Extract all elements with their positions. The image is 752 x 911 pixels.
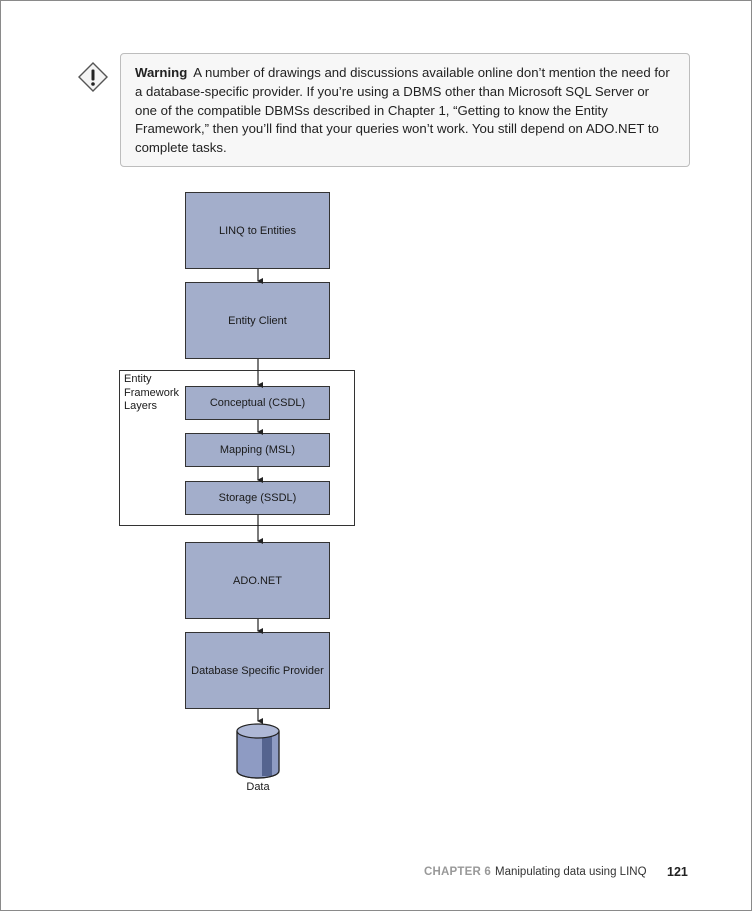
- exclamation-diamond-icon: [78, 62, 108, 92]
- box-entity-client: Entity Client: [185, 282, 330, 359]
- box-mapping-msl: Mapping (MSL): [185, 433, 330, 467]
- box-storage-ssdl: Storage (SSDL): [185, 481, 330, 515]
- entity-framework-layers-frame: [119, 370, 355, 526]
- database-label: Data: [246, 781, 270, 793]
- box-linq-to-entities: LINQ to Entities: [185, 192, 330, 269]
- footer-title: Manipulating data using LINQ: [495, 866, 647, 878]
- database-icon: [236, 723, 280, 779]
- page-number: 121: [667, 865, 688, 879]
- warning-title: Warning: [135, 65, 188, 80]
- box-conceptual-csdl: Conceptual (CSDL): [185, 386, 330, 420]
- warning-text: A number of drawings and discussions ava…: [135, 65, 670, 156]
- box-database-specific-provider: Database Specific Provider: [185, 632, 330, 709]
- box-ado-net: ADO.NET: [185, 542, 330, 619]
- entity-framework-layers-label: Entity Framework Layers: [124, 373, 180, 412]
- footer-chapter: CHAPTER 6: [424, 866, 491, 878]
